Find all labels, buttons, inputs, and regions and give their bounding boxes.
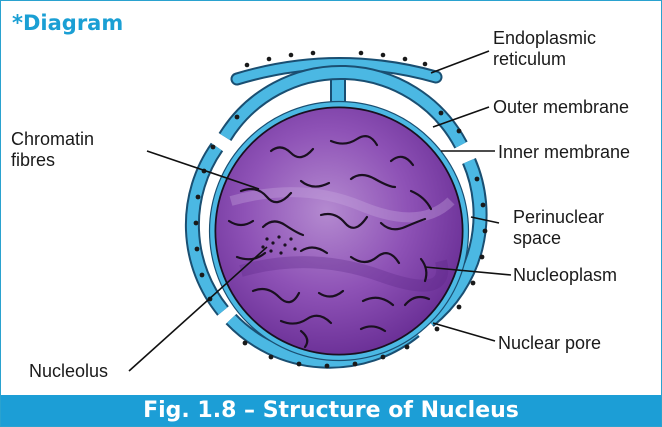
label-outer-membrane: Outer membrane (493, 97, 629, 118)
label-nuclear-pore: Nuclear pore (498, 333, 601, 354)
caption-bar: Fig. 1.8 – Structure of Nucleus (1, 395, 661, 426)
label-perinuclear-space: Perinuclear space (513, 207, 604, 249)
figure-caption: Fig. 1.8 – Structure of Nucleus (143, 398, 519, 423)
label-chromatin-fibres: Chromatin fibres (11, 129, 94, 171)
label-inner-membrane: Inner membrane (498, 142, 630, 163)
label-nucleoplasm: Nucleoplasm (513, 265, 617, 286)
label-endoplasmic-reticulum: Endoplasmic reticulum (493, 28, 596, 70)
label-nucleolus: Nucleolus (29, 361, 108, 382)
